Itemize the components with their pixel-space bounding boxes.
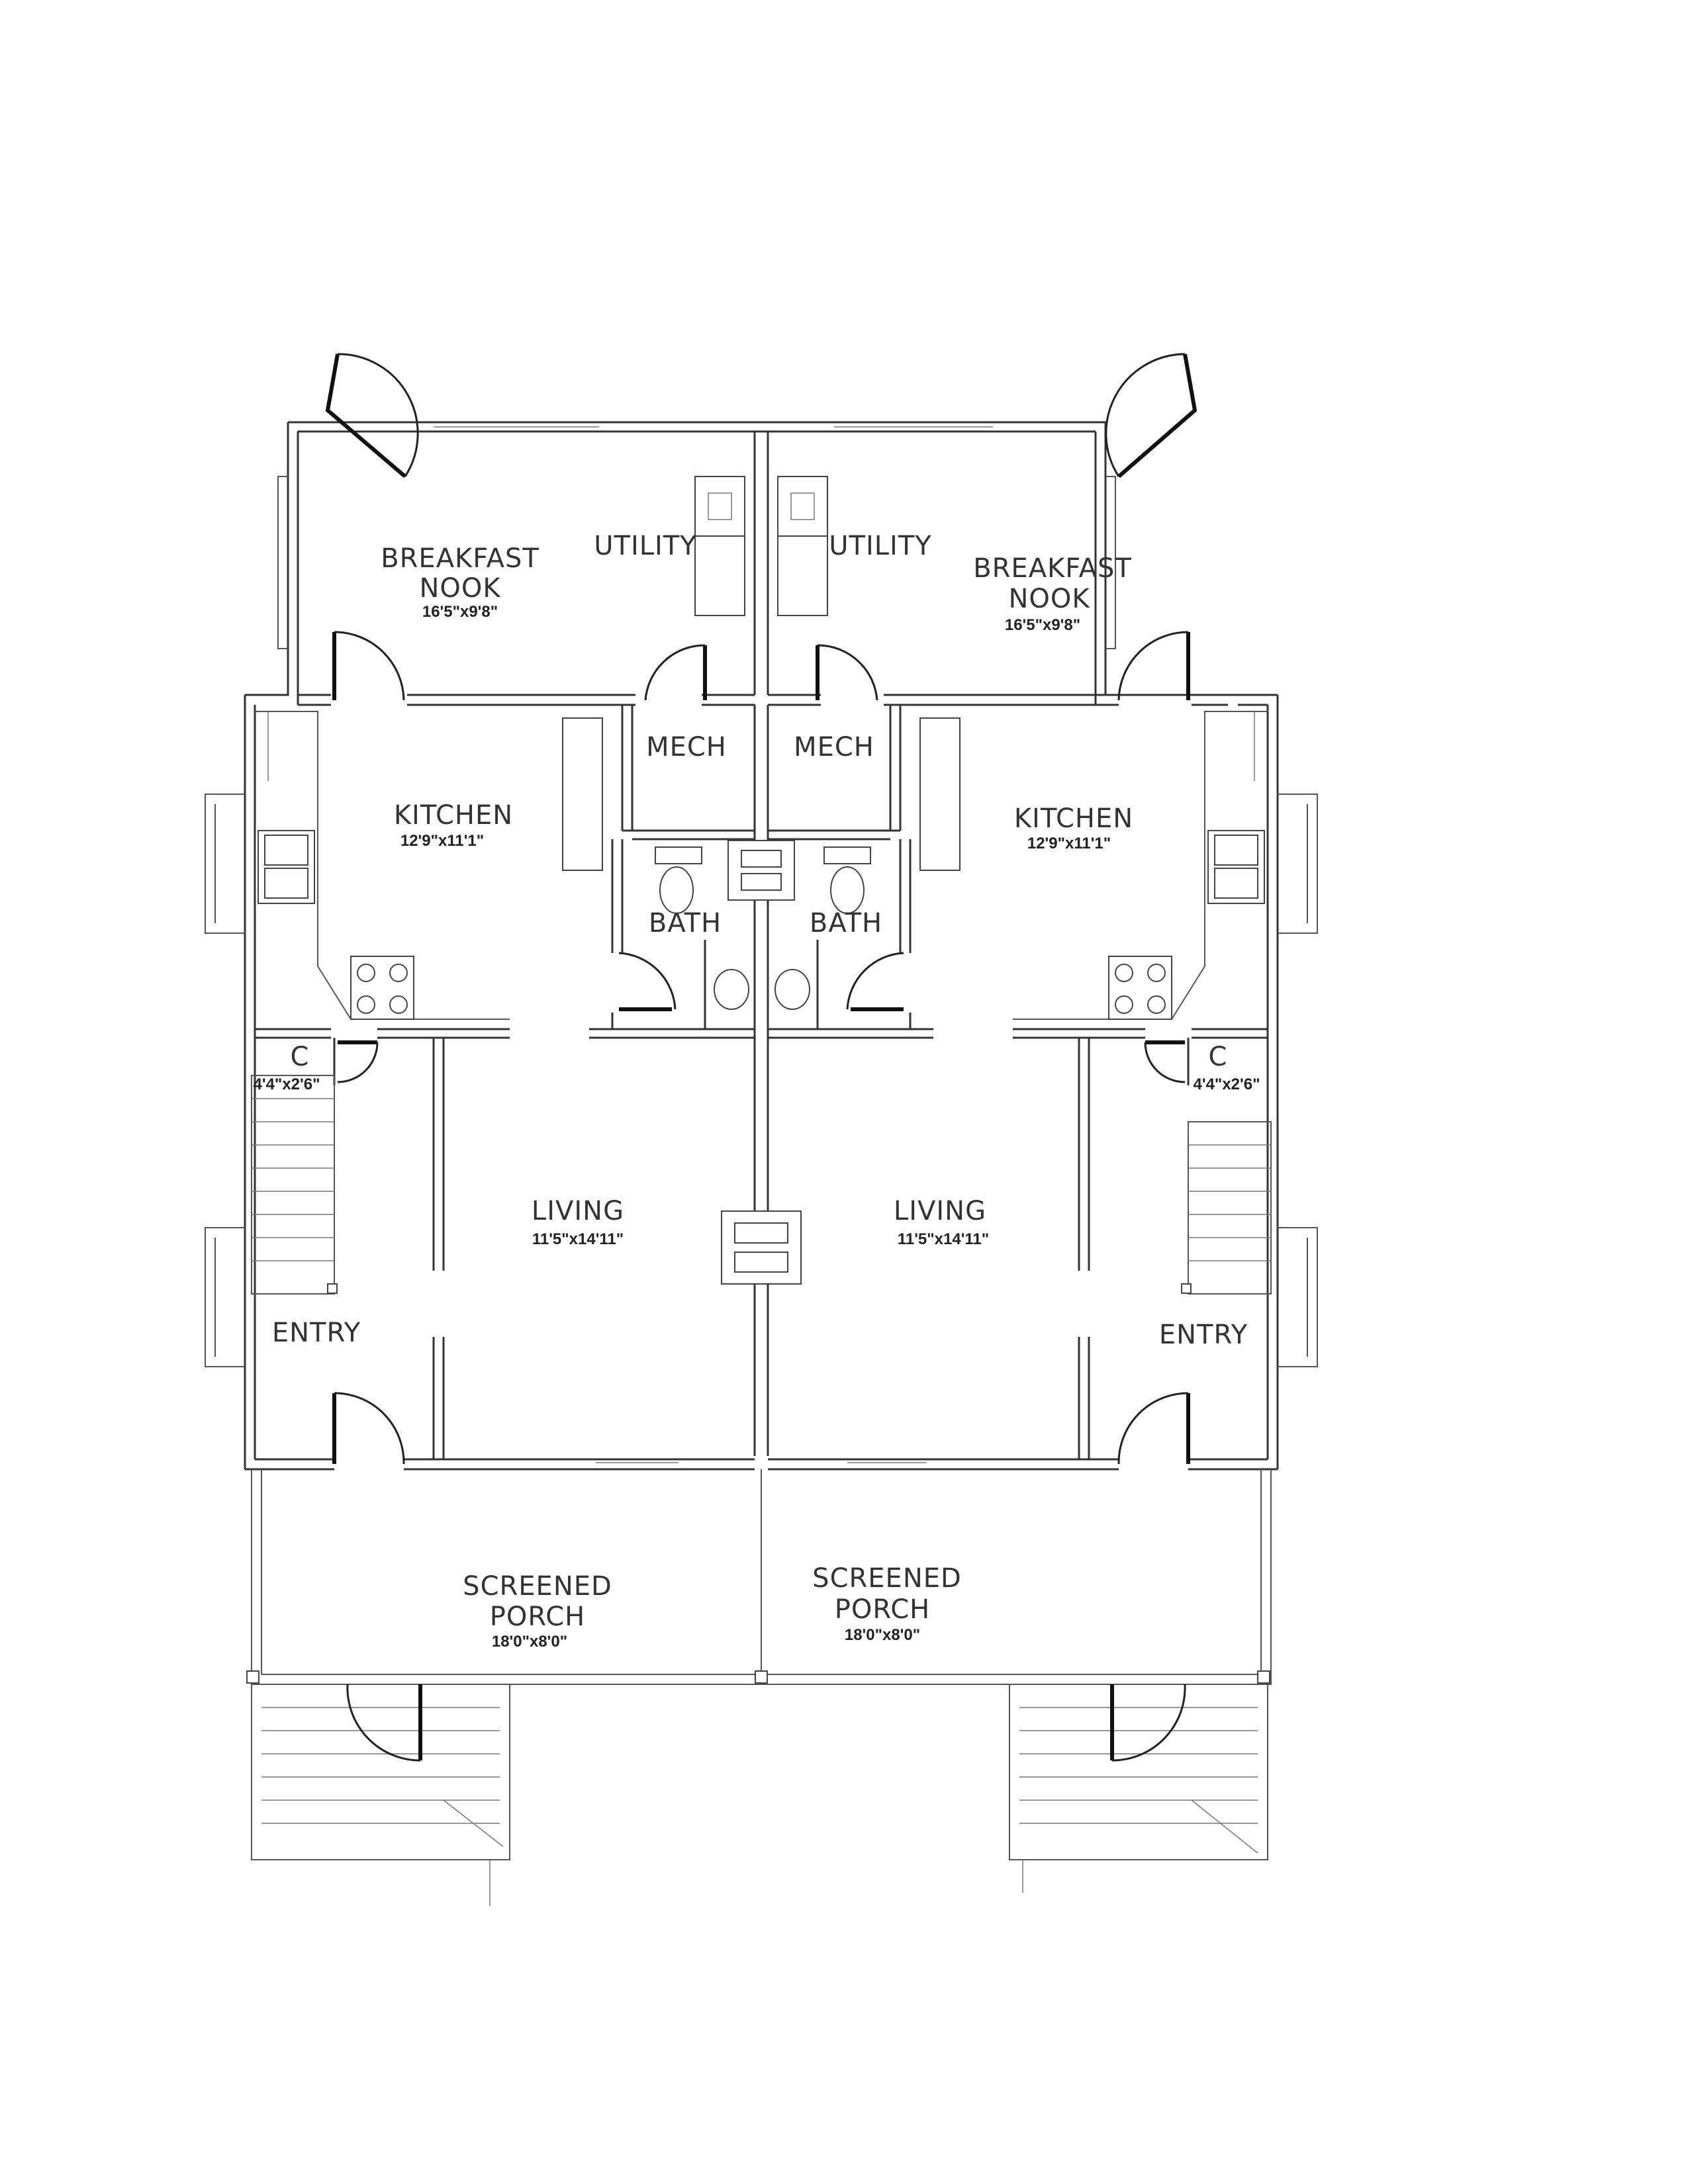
breakfast-left-name-2: NOOK	[419, 573, 501, 604]
kitchen-left-name: KITCHEN	[394, 800, 513, 831]
breakfast-left-dims: 16'5"x9'8"	[422, 603, 498, 621]
fireplace-chimney	[721, 1210, 802, 1285]
front-steps-left	[251, 1684, 510, 1906]
breakfast-right-name-1: BREAKFAST	[973, 553, 1132, 584]
screened-porches	[246, 1469, 1272, 1685]
windows	[434, 426, 993, 1463]
mech-left-name: MECH	[646, 732, 727, 762]
kitchen-ranges	[350, 956, 1172, 1020]
kitchen-left-dims: 12'9"x11'1"	[400, 832, 484, 850]
breakfast-right-name-2: NOOK	[1008, 584, 1090, 614]
kitchen-cabinets	[255, 711, 1268, 1020]
bath-left-name: BATH	[649, 908, 722, 938]
room-labels: BREAKFAST NOOK 16'5"x9'8" BREAKFAST NOOK…	[254, 531, 1260, 1651]
walls	[205, 421, 1318, 1471]
breakfast-left-name-1: BREAKFAST	[381, 543, 539, 574]
kitchen-right-dims: 12'9"x11'1"	[1027, 835, 1111, 852]
porch-left-dims: 18'0"x8'0"	[492, 1633, 567, 1651]
closet-right-name: C	[1209, 1042, 1228, 1072]
living-left-dims: 11'5"x14'11"	[532, 1230, 624, 1248]
breakfast-right-dims: 16'5"x9'8"	[1005, 616, 1080, 634]
closet-right-dims: 4'4"x2'6"	[1194, 1075, 1260, 1093]
living-right-name: LIVING	[894, 1196, 986, 1226]
kitchen-sinks	[258, 830, 1265, 904]
porch-left-name-1: SCREENED	[463, 1571, 612, 1602]
bath-fixtures	[655, 840, 871, 1010]
living-right-dims: 11'5"x14'11"	[898, 1230, 989, 1248]
closet-left-dims: 4'4"x2'6"	[254, 1075, 320, 1093]
front-steps-right	[1009, 1684, 1268, 1893]
bath-right-name: BATH	[810, 908, 882, 938]
porch-right-dims: 18'0"x8'0"	[845, 1626, 920, 1644]
kitchen-right-name: KITCHEN	[1014, 803, 1133, 834]
entry-left-name: ENTRY	[272, 1318, 361, 1348]
stair-right	[1181, 1121, 1272, 1295]
utility-right-name: UTILITY	[829, 531, 931, 561]
utility-appliances	[694, 476, 828, 616]
utility-left-name: UTILITY	[594, 531, 696, 561]
living-left-name: LIVING	[532, 1196, 624, 1226]
closet-left-name: C	[291, 1042, 310, 1072]
mech-right-name: MECH	[794, 732, 874, 762]
stair-left	[251, 1075, 338, 1295]
doors	[325, 353, 1197, 1762]
porch-right-name-2: PORCH	[835, 1594, 930, 1625]
entry-right-name: ENTRY	[1159, 1320, 1248, 1350]
porch-left-name-2: PORCH	[490, 1602, 585, 1632]
porch-right-name-1: SCREENED	[812, 1563, 962, 1594]
